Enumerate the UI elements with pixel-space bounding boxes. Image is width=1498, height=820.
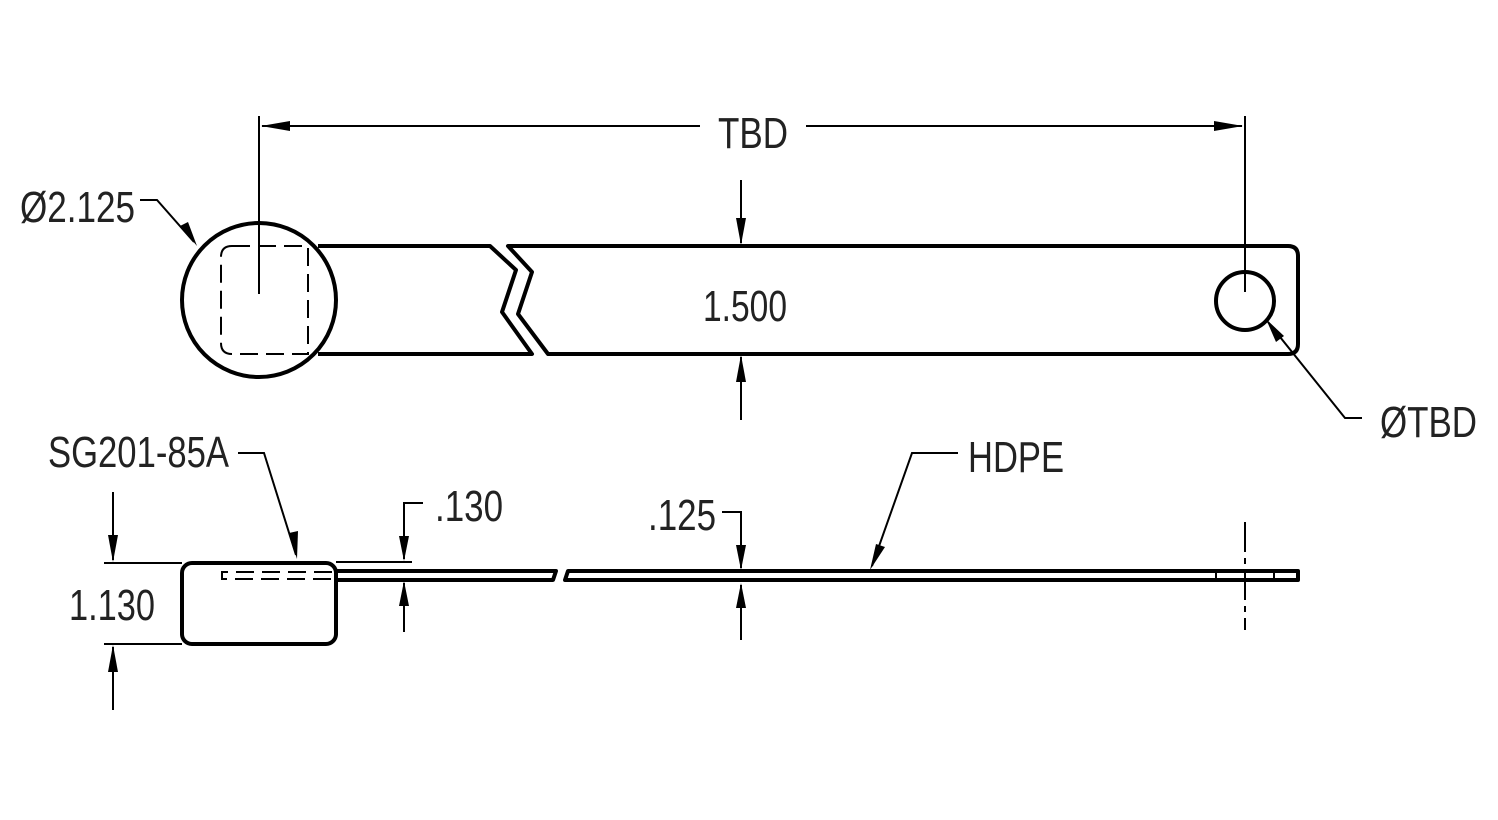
collar-hidden-strap [221, 571, 332, 580]
overall-length-label: TBD [718, 109, 788, 158]
arrowhead [399, 536, 409, 561]
arrowhead [736, 545, 746, 570]
strap-width-dimension: 1.500 [703, 180, 787, 420]
arrowhead [1266, 319, 1284, 342]
strap-width-label: 1.500 [703, 282, 787, 331]
arrowhead [261, 121, 290, 131]
strap-left-segment [318, 244, 534, 356]
leader-line [140, 199, 195, 243]
arrowhead [736, 355, 746, 382]
collar-offset-label: .130 [435, 482, 503, 531]
collar-diameter-label: Ø2.125 [20, 183, 135, 232]
strap-side-left [336, 569, 558, 582]
collar-hidden-outline [220, 245, 309, 355]
strap-side-right [563, 569, 1300, 582]
collar-height-label: 1.130 [69, 581, 155, 630]
material-callout: HDPE [870, 433, 1064, 570]
hole-diameter-callout: ØTBD [1266, 319, 1477, 447]
part-number-label: SG201-85A [48, 428, 230, 477]
collar-offset-dimension: .130 [336, 482, 503, 632]
leader-line [1267, 321, 1362, 419]
overall-length-dimension: TBD [258, 109, 1246, 294]
arrowhead [108, 645, 118, 672]
part-number-callout: SG201-85A [48, 428, 298, 559]
collar-block [180, 561, 338, 646]
arrowhead [736, 583, 746, 608]
side-view: SG201-85A 1.130 .130 .125 [48, 428, 1300, 710]
strap-thickness-label: .125 [648, 491, 716, 540]
dimension-line-top [403, 502, 423, 559]
strap-thickness-dimension: .125 [648, 491, 746, 640]
leader-line [871, 452, 958, 567]
top-view: TBD Ø2.125 1.500 ØTBD [20, 109, 1477, 447]
dimension-line-top [722, 511, 742, 568]
arrowhead [108, 535, 118, 562]
arrowhead [736, 218, 746, 245]
arrowhead [289, 531, 298, 559]
arrowhead [1214, 121, 1243, 131]
collar-height-dimension: 1.130 [69, 492, 182, 710]
arrowhead [870, 544, 885, 570]
hole-diameter-label: ØTBD [1380, 398, 1477, 447]
arrowhead [180, 222, 197, 246]
arrowhead [399, 581, 409, 606]
strap-right-segment [506, 244, 1300, 356]
collar-diameter-callout: Ø2.125 [20, 183, 197, 246]
material-label: HDPE [968, 433, 1064, 482]
leader-line [238, 452, 297, 556]
